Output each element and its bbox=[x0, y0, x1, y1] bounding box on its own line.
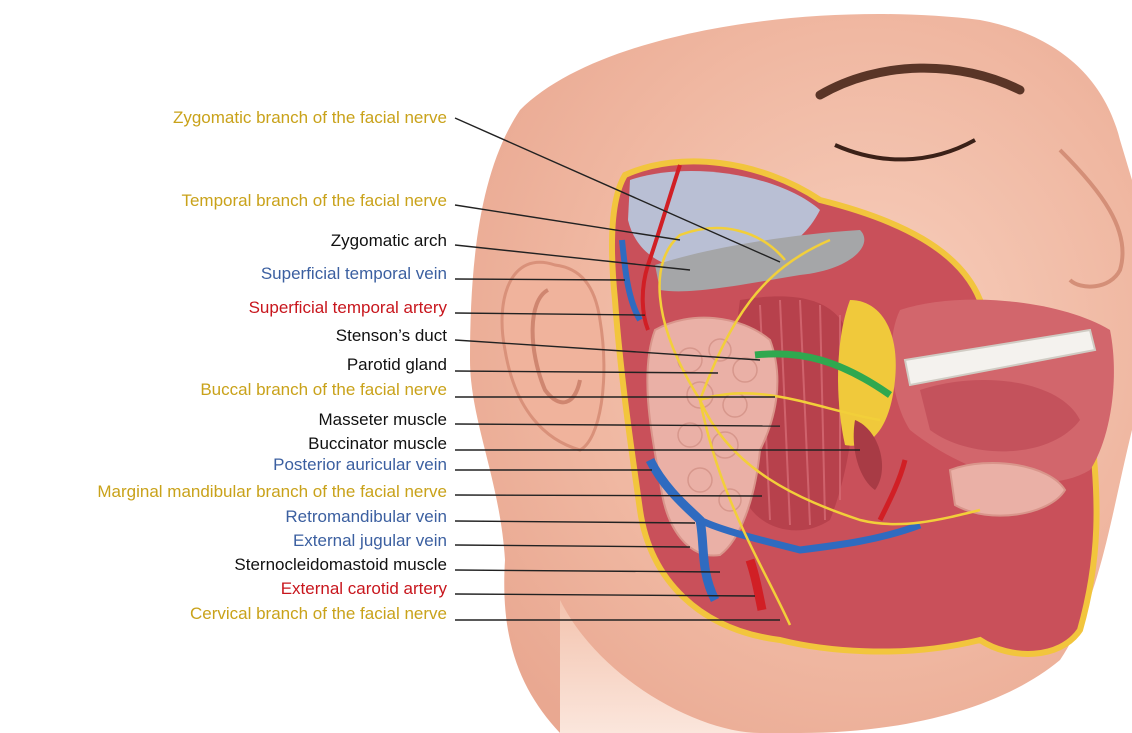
leader-retromandibular-vein bbox=[455, 521, 695, 523]
label-external-jugular-vein: External jugular vein bbox=[293, 531, 447, 551]
leader-marginal-mandibular-branch bbox=[455, 495, 762, 496]
leader-superficial-temporal-vein bbox=[455, 279, 625, 280]
leader-superficial-temporal-artery bbox=[455, 313, 645, 315]
label-posterior-auricular-vein: Posterior auricular vein bbox=[273, 455, 447, 475]
leader-external-jugular-vein bbox=[455, 545, 690, 547]
leader-masseter-muscle bbox=[455, 424, 780, 426]
label-buccinator-muscle: Buccinator muscle bbox=[308, 434, 447, 454]
leader-parotid-gland bbox=[455, 371, 718, 373]
label-sternocleidomastoid-muscle: Sternocleidomastoid muscle bbox=[234, 555, 447, 575]
label-retromandibular-vein: Retromandibular vein bbox=[285, 507, 447, 527]
leader-stensons-duct bbox=[455, 340, 760, 360]
leader-zygomatic-branch bbox=[455, 118, 780, 262]
label-buccal-branch: Buccal branch of the facial nerve bbox=[200, 380, 447, 400]
label-marginal-mandibular-branch: Marginal mandibular branch of the facial… bbox=[97, 482, 447, 502]
leader-zygomatic-arch bbox=[455, 245, 690, 270]
leader-external-carotid-artery bbox=[455, 594, 755, 596]
label-parotid-gland: Parotid gland bbox=[347, 355, 447, 375]
label-superficial-temporal-artery: Superficial temporal artery bbox=[249, 298, 447, 318]
label-masseter-muscle: Masseter muscle bbox=[319, 410, 447, 430]
label-stensons-duct: Stenson’s duct bbox=[336, 326, 447, 346]
label-zygomatic-arch: Zygomatic arch bbox=[331, 231, 447, 251]
label-cervical-branch: Cervical branch of the facial nerve bbox=[190, 604, 447, 624]
label-superficial-temporal-vein: Superficial temporal vein bbox=[261, 264, 447, 284]
leader-sternocleidomastoid-muscle bbox=[455, 570, 720, 572]
label-external-carotid-artery: External carotid artery bbox=[281, 579, 447, 599]
label-temporal-branch: Temporal branch of the facial nerve bbox=[181, 191, 447, 211]
leader-temporal-branch bbox=[455, 205, 680, 240]
label-zygomatic-branch: Zygomatic branch of the facial nerve bbox=[173, 108, 447, 128]
